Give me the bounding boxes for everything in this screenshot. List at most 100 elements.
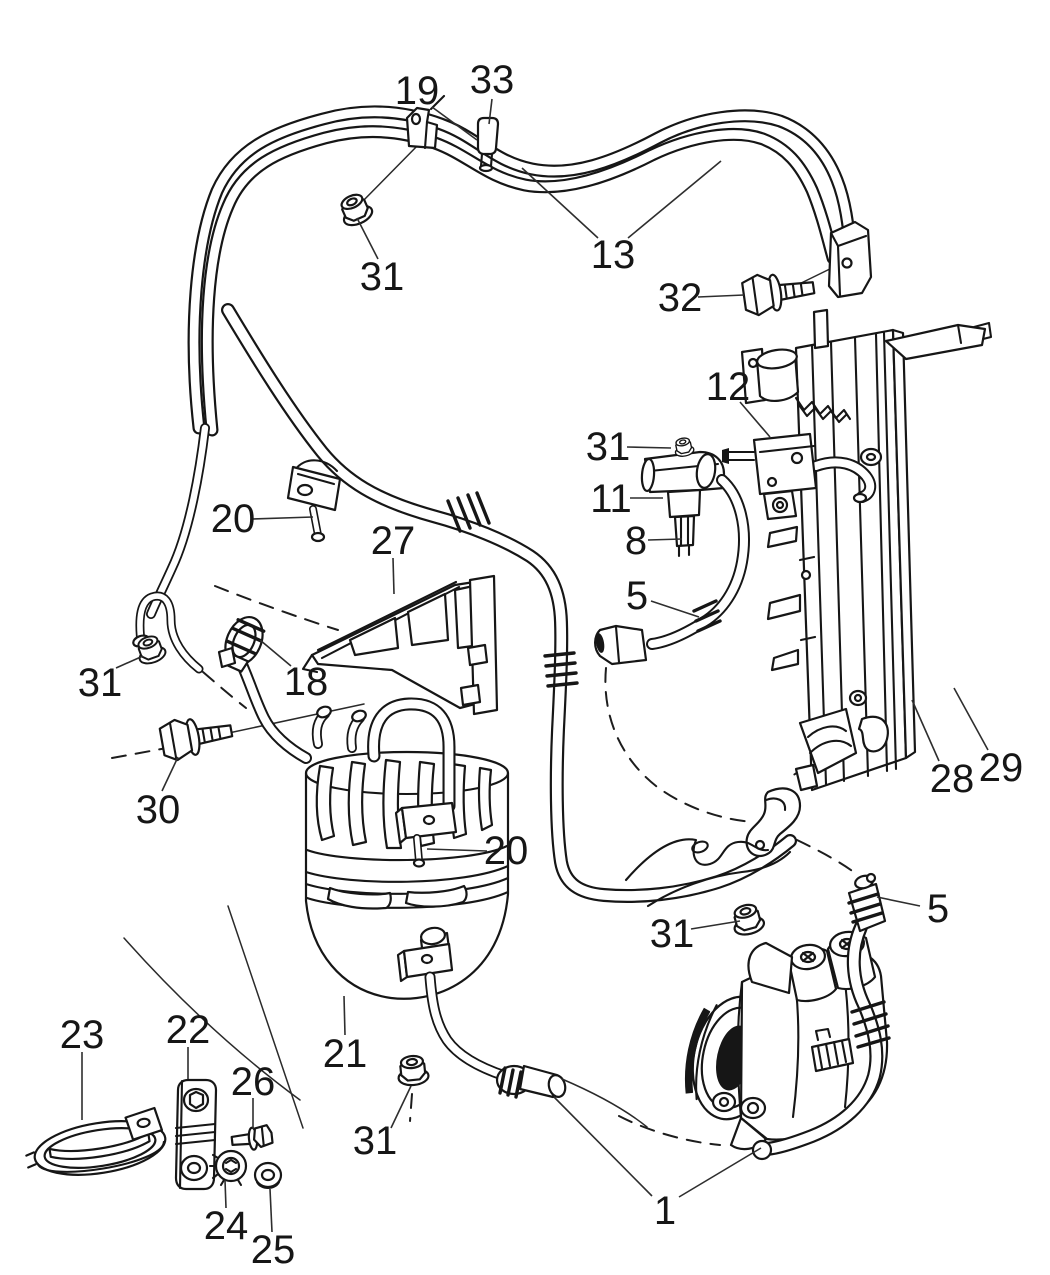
charge-valve-11 (640, 450, 726, 494)
callout-label-31-24: 31 (353, 1119, 398, 1163)
hose-crimp-ribs-2 (543, 651, 579, 688)
sealing-plug-24 (208, 1149, 248, 1187)
leader-line-5 (876, 896, 921, 907)
callout-label-27-11: 27 (371, 519, 416, 563)
nut-31-compressor (728, 900, 767, 939)
leader-line-29 (953, 687, 989, 751)
engine-bracket-lines (624, 838, 770, 882)
leader-line-31 (626, 446, 672, 449)
leader-line-1 (678, 1147, 762, 1198)
callout-label-20-17: 20 (484, 829, 529, 873)
clip-alignment-line (358, 139, 424, 206)
condenser-top-port (812, 308, 830, 350)
spring-coil (794, 396, 852, 421)
callout-label-31-6: 31 (586, 425, 631, 469)
callout-label-1-27: 1 (654, 1189, 676, 1233)
hose-1-end (751, 1139, 773, 1161)
condenser-bolt-boss (859, 447, 883, 467)
callout-label-5-9: 5 (626, 574, 648, 618)
leader-line-1 (553, 1096, 653, 1197)
callout-label-12-5: 12 (706, 365, 751, 409)
push-nut-25 (253, 1161, 283, 1190)
screw-26 (230, 1124, 274, 1151)
callout-label-5-26: 5 (927, 887, 949, 931)
receiver-canister (740, 347, 800, 405)
leader-line-28 (911, 699, 940, 762)
fender-outline (123, 937, 301, 1101)
hose-1-ribs (850, 1000, 891, 1049)
callout-label-21-18: 21 (323, 1032, 368, 1076)
side-tab (766, 525, 799, 549)
leader-line-20 (426, 848, 488, 852)
callout-label-26-21: 26 (231, 1060, 276, 1104)
suction-hose (228, 310, 790, 896)
callout-label-23-19: 23 (60, 1013, 105, 1057)
expansion-fitting-group (594, 432, 870, 666)
callout-label-25-23: 25 (251, 1228, 296, 1272)
hose-hook-end (852, 492, 868, 504)
leader-line-20 (252, 516, 314, 520)
body-panel-line (227, 905, 304, 1129)
leader-line-8 (647, 538, 683, 541)
callout-label-13-3: 13 (591, 233, 636, 277)
leader-line-31 (390, 1085, 412, 1129)
leader-line-31 (115, 655, 144, 669)
leader-line-13 (521, 167, 599, 239)
hidden-tube-line-2 (202, 671, 247, 709)
service-valve-cap-33 (476, 116, 500, 173)
line-manifold-fitting (827, 220, 873, 299)
tube-clamp-block (394, 801, 458, 845)
leader-line-32 (697, 294, 745, 298)
compressor-top-ports (787, 930, 877, 1003)
front-bracket (747, 941, 794, 995)
callout-label-22-20: 22 (166, 1008, 211, 1052)
electrical-connector (810, 1027, 855, 1073)
condenser-radiator-assembly (740, 308, 993, 792)
side-tab-2 (766, 593, 802, 621)
leader-line-24 (224, 1179, 227, 1209)
clamp-tab (217, 646, 237, 669)
bolt-30 (157, 709, 236, 764)
top-flag-bracket (884, 323, 987, 361)
callout-label-28-15: 28 (930, 757, 975, 801)
grommet-to-valve-dash (796, 839, 860, 877)
callout-label-8-8: 8 (625, 519, 647, 563)
lower-routing-dash (618, 1115, 721, 1146)
bracket-clip-2 (459, 683, 482, 707)
tube-clip-19 (405, 94, 446, 150)
callout-label-20-10: 20 (211, 497, 256, 541)
leader-line-27 (392, 557, 395, 595)
stud-20-tip (412, 858, 426, 868)
hose-5-end-fitting (594, 624, 648, 666)
bracket-clip (466, 643, 489, 667)
leader-line-19 (431, 106, 478, 141)
callout-label-32-4: 32 (658, 276, 703, 320)
bolt-32 (740, 266, 818, 318)
leader-line-13 (627, 160, 722, 239)
leader-line-12 (739, 401, 771, 438)
leader-line-31 (356, 217, 379, 260)
callout-label-30-14: 30 (136, 788, 181, 832)
pressure-switch-8 (666, 488, 702, 558)
side-tab-3 (770, 648, 800, 672)
hose-routing-dash (604, 667, 754, 823)
drier-outlet-fitting (396, 926, 454, 983)
hose-clamp-20-upper (286, 459, 342, 543)
hose-crimp-ribs (446, 491, 491, 533)
hose-5-ribs (692, 599, 722, 633)
leader-line-30 (161, 756, 179, 792)
callout-label-11-7: 11 (590, 477, 632, 521)
service-valve-5 (847, 872, 887, 933)
callout-label-24-22: 24 (204, 1204, 249, 1248)
fitting-block-12 (722, 432, 818, 521)
callout-label-29-16: 29 (979, 746, 1024, 790)
lower-mount-bracket (794, 689, 889, 792)
hidden-tube-line (214, 585, 339, 631)
leader-line-21 (343, 995, 346, 1036)
nut-31-top (334, 189, 377, 231)
strap-bracket-22 (174, 1078, 218, 1191)
leader-line-33 (488, 98, 493, 125)
wire-lead (561, 1078, 648, 1128)
